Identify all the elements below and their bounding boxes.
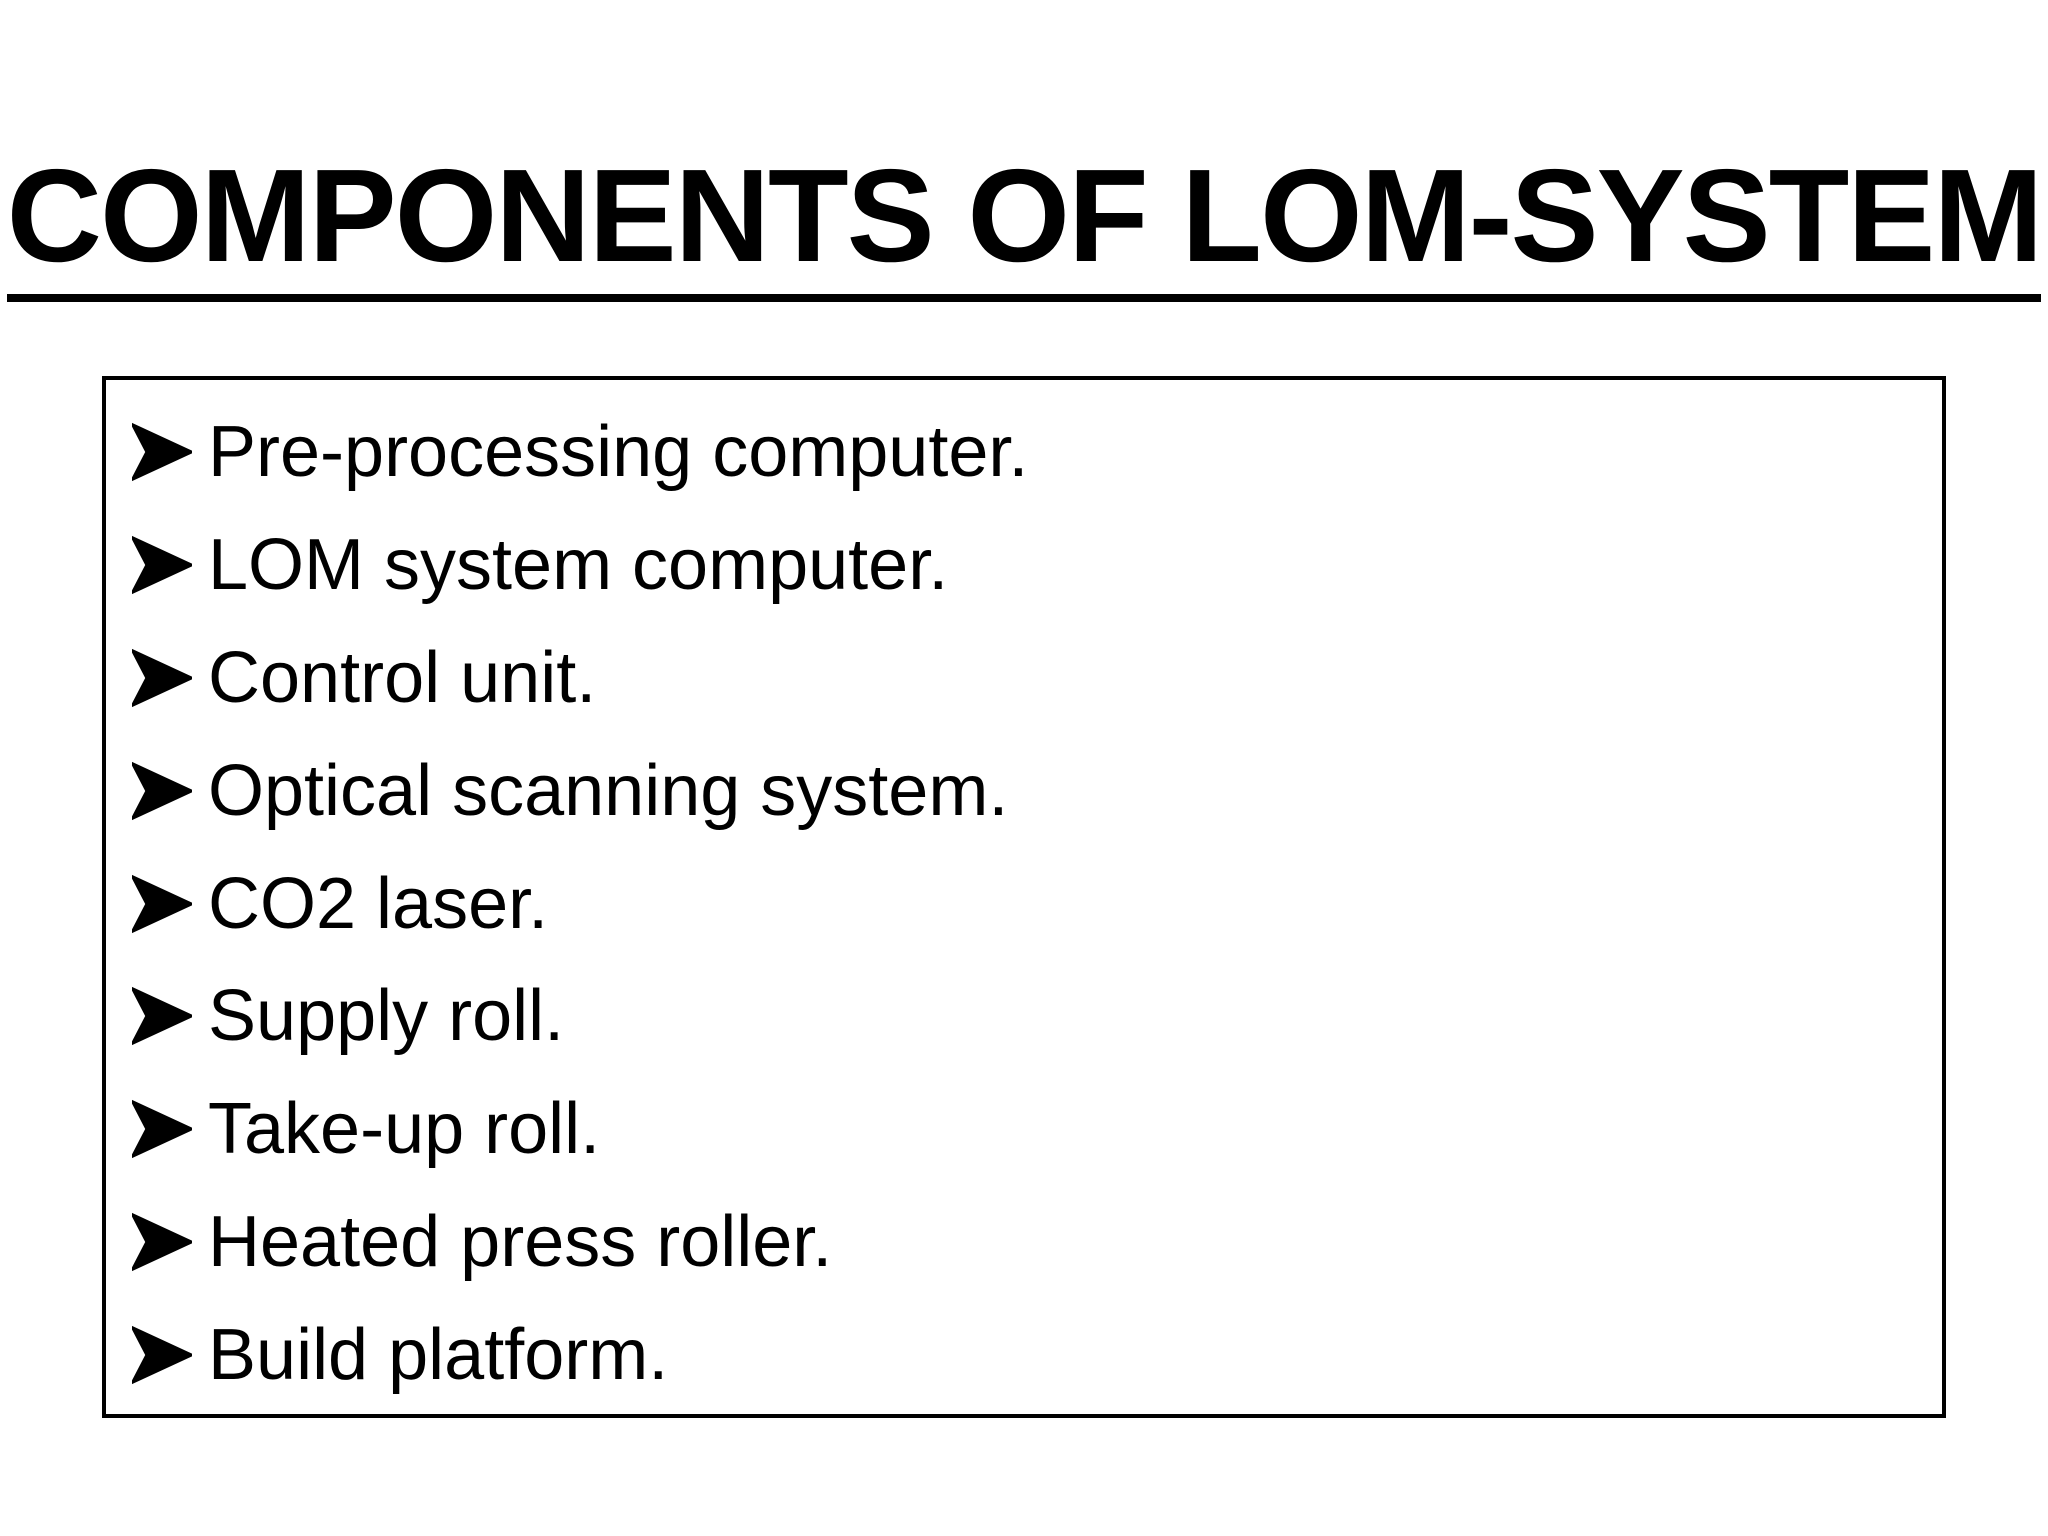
arrowhead-bullet-icon: [132, 761, 192, 820]
list-item: Heated press roller.: [132, 1186, 1942, 1299]
list-item: Take-up roll.: [132, 1073, 1942, 1186]
list-item: LOM system computer.: [132, 509, 1942, 622]
list-item: Supply roll.: [132, 960, 1942, 1073]
list-item-label: Supply roll.: [208, 976, 565, 1057]
list-item: Build platform.: [132, 1298, 1942, 1411]
arrowhead-bullet-icon: [132, 423, 192, 482]
list-item: Pre-processing computer.: [132, 396, 1942, 509]
list-item-label: Heated press roller.: [208, 1201, 833, 1282]
list-item-label: Control unit.: [208, 637, 597, 718]
list-item: Optical scanning system.: [132, 734, 1942, 847]
arrowhead-bullet-icon: [132, 1325, 192, 1384]
list-item-label: Pre-processing computer.: [208, 412, 1029, 493]
arrowhead-bullet-icon: [132, 648, 192, 708]
components-list: Pre-processing computer. LOM system comp…: [132, 396, 1942, 1411]
list-item-label: CO2 laser.: [208, 863, 549, 944]
arrowhead-bullet-icon: [132, 1212, 192, 1272]
arrowhead-bullet-icon: [132, 987, 192, 1046]
list-item-label: Take-up roll.: [208, 1089, 601, 1170]
list-item-label: Optical scanning system.: [208, 750, 1009, 831]
components-box: Pre-processing computer. LOM system comp…: [102, 376, 1946, 1418]
list-item-label: LOM system computer.: [208, 525, 949, 606]
arrowhead-bullet-icon: [132, 874, 192, 933]
title-container: COMPONENTS OF LOM-SYSTEM: [0, 150, 2048, 302]
arrowhead-bullet-icon: [132, 1100, 192, 1159]
slide-title: COMPONENTS OF LOM-SYSTEM: [6, 150, 2043, 302]
list-item-label: Build platform.: [208, 1314, 669, 1395]
list-item: CO2 laser.: [132, 847, 1942, 960]
list-item: Control unit.: [132, 622, 1942, 735]
arrowhead-bullet-icon: [132, 536, 192, 595]
